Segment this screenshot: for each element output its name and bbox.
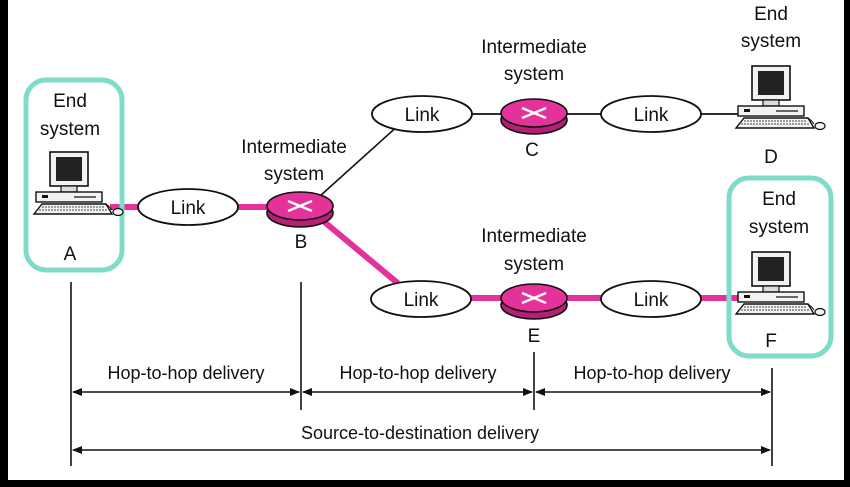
node-d-label-line2: system (741, 31, 801, 52)
link-oval-cd (600, 95, 702, 133)
link-label-ef: Link (634, 290, 669, 311)
highlight-box-a (23, 77, 125, 273)
computer-a-icon (33, 151, 124, 217)
node-b-letter: B (295, 232, 308, 253)
link-oval-be (370, 280, 472, 318)
link-label-ab: Link (171, 198, 206, 219)
node-f-letter: F (765, 331, 777, 352)
node-e-label-line2: system (504, 254, 564, 275)
node-d-letter: D (764, 147, 778, 168)
router-e-icon (500, 283, 568, 320)
node-a-letter: A (64, 244, 77, 265)
node-c-label-line1: Intermediate (481, 37, 587, 58)
router-b-icon (266, 191, 334, 228)
node-e-label-line1: Intermediate (481, 226, 587, 247)
link-label-cd: Link (634, 105, 669, 126)
hop-label-2: Hop-to-hop delivery (339, 363, 496, 383)
link-oval-ef (600, 280, 702, 318)
node-f-label-line1: End (762, 189, 796, 210)
router-c-icon (500, 98, 568, 135)
diagram-panel (8, 0, 844, 480)
node-b-label-line2: system (264, 164, 324, 185)
link-oval-ab (137, 188, 239, 226)
node-b-label-line1: Intermediate (241, 137, 347, 158)
highlight-box-f (726, 175, 834, 359)
node-f-label-line2: system (749, 217, 809, 238)
computer-d-icon (735, 65, 826, 131)
node-c-label-line2: system (504, 64, 564, 85)
path-b-c (319, 123, 401, 197)
link-oval-bc (371, 95, 473, 133)
hop-label-1: Hop-to-hop delivery (107, 363, 264, 383)
node-c-letter: C (525, 140, 539, 161)
path-b-e (320, 217, 402, 288)
link-label-be: Link (404, 290, 439, 311)
node-a-label-line2: system (40, 119, 100, 140)
computer-f-icon (735, 251, 826, 317)
node-e-letter: E (528, 326, 541, 347)
link-label-bc: Link (405, 105, 440, 126)
hop-label-3: Hop-to-hop delivery (573, 363, 730, 383)
node-a-label-line1: End (53, 91, 87, 112)
node-d-label-line1: End (754, 4, 788, 25)
source-destination-label: Source-to-destination delivery (301, 423, 539, 443)
